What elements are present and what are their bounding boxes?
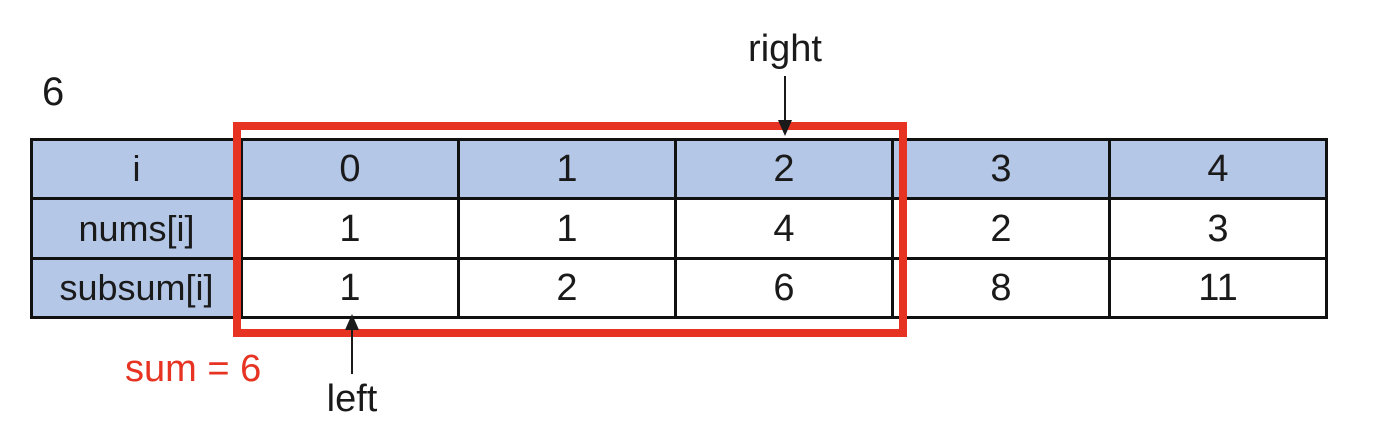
right-pointer-arrow-icon [778, 76, 792, 136]
table-row-subsum: subsum[i] 1 2 6 8 11 [30, 257, 1328, 319]
cell-i-0: 0 [240, 138, 460, 200]
sum-label: sum = 6 [125, 348, 262, 390]
cell-subsum-4: 11 [1108, 257, 1328, 319]
cell-nums-1: 1 [457, 197, 677, 260]
cell-nums-3: 2 [891, 197, 1111, 260]
array-table: i 0 1 2 3 4 nums[i] 1 1 4 2 3 subsum[i] … [30, 138, 1328, 319]
row-header-nums: nums[i] [30, 197, 243, 260]
cell-i-4: 4 [1108, 138, 1328, 200]
cell-subsum-1: 2 [457, 257, 677, 319]
cell-nums-2: 4 [674, 197, 894, 260]
cell-nums-4: 3 [1108, 197, 1328, 260]
window-size-value: 6 [42, 70, 65, 114]
row-header-i: i [30, 138, 243, 200]
cell-i-3: 3 [891, 138, 1111, 200]
left-pointer-label: left [326, 378, 378, 420]
table-row-i: i 0 1 2 3 4 [30, 138, 1328, 200]
cell-subsum-0: 1 [240, 257, 460, 319]
table-row-nums: nums[i] 1 1 4 2 3 [30, 197, 1328, 260]
cell-nums-0: 1 [240, 197, 460, 260]
row-header-subsum: subsum[i] [30, 257, 243, 319]
cell-i-1: 1 [457, 138, 677, 200]
cell-subsum-2: 6 [674, 257, 894, 319]
left-pointer-arrow-icon [345, 314, 359, 374]
cell-i-2: 2 [674, 138, 894, 200]
cell-subsum-3: 8 [891, 257, 1111, 319]
right-pointer-label: right [748, 28, 822, 70]
